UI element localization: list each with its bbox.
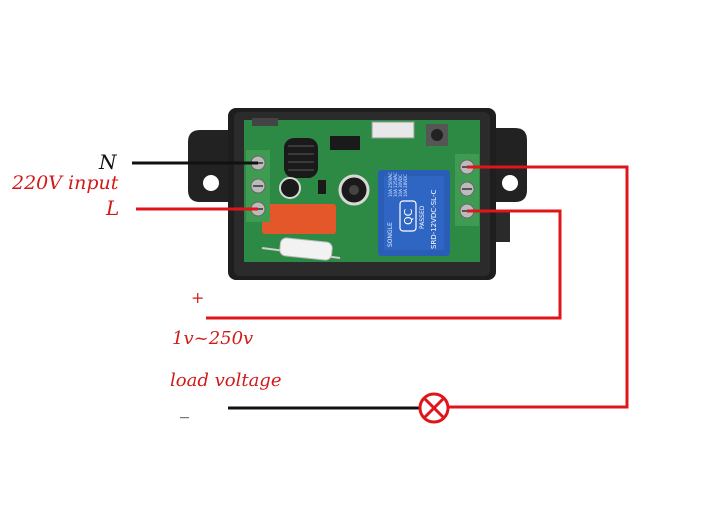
- relay-rating-3: 10A 30VDC: [398, 174, 403, 197]
- antenna-coil: [284, 138, 318, 178]
- transistor: [318, 180, 326, 194]
- load-lamp-icon: [418, 392, 450, 424]
- right-terminal-block: [455, 154, 479, 226]
- left-mounting-ear: [188, 130, 232, 202]
- label-load-voltage: load voltage: [170, 370, 282, 391]
- pin-header: [252, 118, 278, 126]
- relay-rating-1: 10A 250VAC: [388, 172, 393, 197]
- label-neutral: N: [99, 150, 117, 174]
- label-plus: +: [191, 288, 205, 307]
- relay-model: SRD-12VDC-SL-C: [430, 190, 438, 249]
- left-mounting-hole: [203, 175, 219, 191]
- push-button-cap: [431, 129, 443, 141]
- relay-rating-2: 10A 125VAC: [393, 172, 398, 197]
- relay-passed: PASSED: [419, 205, 426, 229]
- label-live: L: [106, 196, 120, 220]
- power-resistor: [261, 237, 341, 261]
- receiver-module: SONGLE QC PASSED SRD-12VDC-SL-C 10A 250V…: [188, 108, 527, 280]
- white-connector: [371, 121, 415, 139]
- film-capacitor: [262, 204, 336, 234]
- ic-chip: [330, 136, 360, 150]
- relay: SONGLE QC PASSED SRD-12VDC-SL-C 10A 250V…: [378, 170, 450, 256]
- relay-brand: SONGLE: [387, 222, 394, 247]
- right-mounting-hole: [502, 175, 518, 191]
- label-input-voltage: 220V input: [12, 172, 119, 194]
- label-minus: _: [180, 398, 189, 419]
- relay-rating-4: 10A 28VDC: [403, 174, 408, 197]
- capacitor-small: [279, 177, 301, 199]
- load-plus-wire: [206, 209, 562, 320]
- left-terminal-block: [246, 150, 270, 222]
- wires: [132, 161, 629, 410]
- label-voltage-range: 1v~250v: [172, 328, 254, 349]
- relay-qc: QC: [402, 208, 415, 225]
- load-common-wire: [448, 165, 629, 409]
- capacitor-large: [338, 174, 370, 206]
